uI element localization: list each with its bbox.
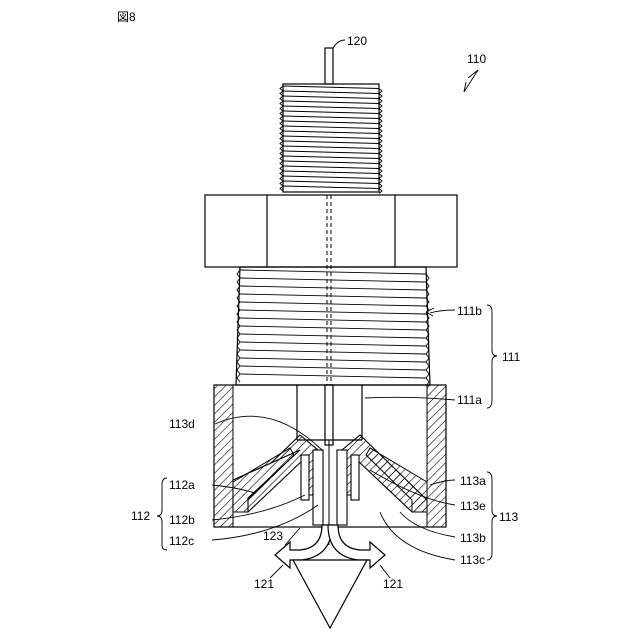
plate-112a	[233, 435, 318, 512]
thread-line	[240, 278, 426, 282]
thread-line	[283, 121, 379, 124]
label-121-left: 121	[254, 577, 274, 591]
thread-line	[240, 310, 426, 314]
label-121-right: 121	[383, 577, 403, 591]
thread-line	[240, 374, 426, 378]
thread-line	[283, 181, 379, 184]
thread-line	[283, 116, 379, 119]
label-112: 112	[131, 509, 150, 523]
thread-line	[240, 350, 426, 354]
thread-edge	[237, 374, 240, 382]
thread-edge	[237, 366, 240, 374]
thread-line	[283, 141, 379, 144]
thread-line	[283, 161, 379, 164]
figure-number: 図8	[117, 10, 136, 24]
label-113b: 113b	[460, 531, 486, 545]
label-113e: 113e	[460, 499, 486, 513]
label-113a: 113a	[460, 474, 486, 488]
thread-line	[283, 136, 379, 139]
thread-line	[240, 358, 426, 362]
thread-line	[283, 151, 379, 154]
thread-line	[283, 171, 379, 174]
label-111: 111	[502, 350, 521, 364]
thread-line	[240, 270, 426, 274]
plate-113e	[342, 435, 427, 512]
label-113: 113	[499, 510, 518, 524]
thread-line	[240, 318, 426, 322]
thread-line	[240, 334, 426, 338]
upper-thread	[280, 84, 382, 194]
label-113c: 113c	[460, 553, 485, 567]
thread-line	[283, 176, 379, 179]
label-111a: 111a	[457, 393, 482, 407]
thread-line	[283, 91, 379, 94]
label-123: 123	[263, 529, 283, 543]
thread-edge	[426, 362, 429, 370]
thread-line	[283, 106, 379, 109]
thread-line	[240, 286, 426, 290]
thread-line	[283, 156, 379, 159]
label-113d: 113d	[169, 417, 195, 431]
thread-line	[283, 146, 379, 149]
thread-line	[283, 101, 379, 104]
label-112a: 112a	[169, 478, 195, 492]
wire-120	[325, 48, 333, 84]
thread-line	[283, 111, 379, 114]
label-111b: 111b	[457, 304, 482, 318]
thread-line	[240, 326, 426, 330]
thread-line	[283, 186, 379, 189]
thread-body-111	[236, 267, 430, 386]
thread-line	[283, 166, 379, 169]
thread-line	[283, 126, 379, 129]
thread-line	[240, 342, 426, 346]
thread-line	[240, 302, 426, 306]
label-112c: 112c	[169, 534, 194, 548]
thread-line	[240, 366, 426, 370]
label-112b: 112b	[169, 513, 195, 527]
thread-line	[283, 96, 379, 99]
thread-line	[240, 294, 426, 298]
thread-line	[283, 86, 379, 89]
thread-line	[283, 131, 379, 134]
thread-edge	[426, 370, 429, 378]
label-120: 120	[347, 34, 367, 48]
label-110: 110	[467, 52, 486, 66]
flow-arrow-down	[293, 560, 367, 628]
